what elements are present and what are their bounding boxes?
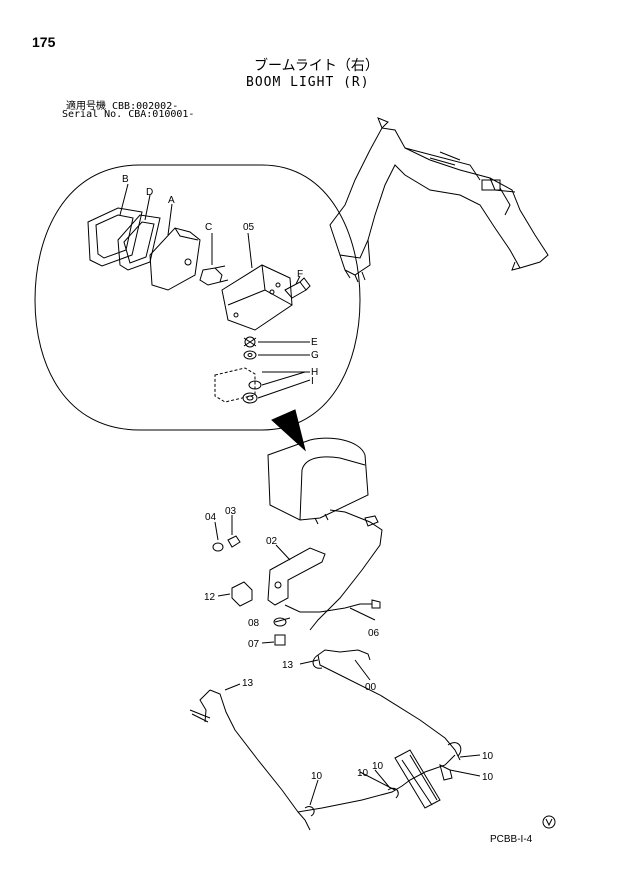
page-code: PCBB-I-4 <box>490 834 533 845</box>
callout-10-c: 10 <box>372 761 384 772</box>
applicable-serial-label: 適用号機 CBB:002002- <box>66 101 179 112</box>
callout-10-a: 10 <box>482 751 494 762</box>
page-title-japanese: ブームライト（右） <box>254 58 379 74</box>
callout-10-d: 10 <box>357 768 369 779</box>
callout-05: 05 <box>243 222 255 233</box>
detail-pointer <box>271 409 306 452</box>
lamp-wire <box>309 509 383 631</box>
callout-h: H <box>311 367 318 378</box>
page-title: BOOM LIGHT (R) <box>246 75 370 90</box>
callout-12: 12 <box>204 592 216 603</box>
callout-00: 00 <box>365 682 377 693</box>
callout-b: B <box>122 174 129 185</box>
callout-04: 04 <box>205 512 217 523</box>
callout-07: 07 <box>248 639 260 650</box>
callout-03: 03 <box>225 506 237 517</box>
callout-g: G <box>311 350 319 361</box>
callout-02: 02 <box>266 536 278 547</box>
page-number: 175 <box>32 34 56 50</box>
callout-06: 06 <box>368 628 380 639</box>
detail-magnifier-outline <box>34 164 361 431</box>
callout-f: F <box>297 269 303 280</box>
callout-i: I <box>311 376 314 387</box>
main-wire-harness <box>317 649 461 761</box>
excavator-arm-sketch <box>329 117 549 283</box>
callout-13-upper: 13 <box>282 660 294 671</box>
exploded-lamp-parts <box>87 183 311 404</box>
callout-d: D <box>146 187 153 198</box>
assembled-boom-light <box>267 437 369 525</box>
callout-08: 08 <box>248 618 260 629</box>
callout-10-b: 10 <box>482 772 494 783</box>
callout-labels: B D A C 05 F E G H I 04 03 02 12 08 07 0… <box>122 174 494 783</box>
revision-mark-icon <box>542 815 556 829</box>
callout-c: C <box>205 222 212 233</box>
mounting-bracket <box>267 547 326 606</box>
callout-e: E <box>311 337 318 348</box>
serial-number-label: Serial No. CBA:010001- <box>62 109 195 120</box>
callout-a: A <box>168 195 175 206</box>
callout-13-lower: 13 <box>242 678 254 689</box>
callout-10-e: 10 <box>311 771 323 782</box>
